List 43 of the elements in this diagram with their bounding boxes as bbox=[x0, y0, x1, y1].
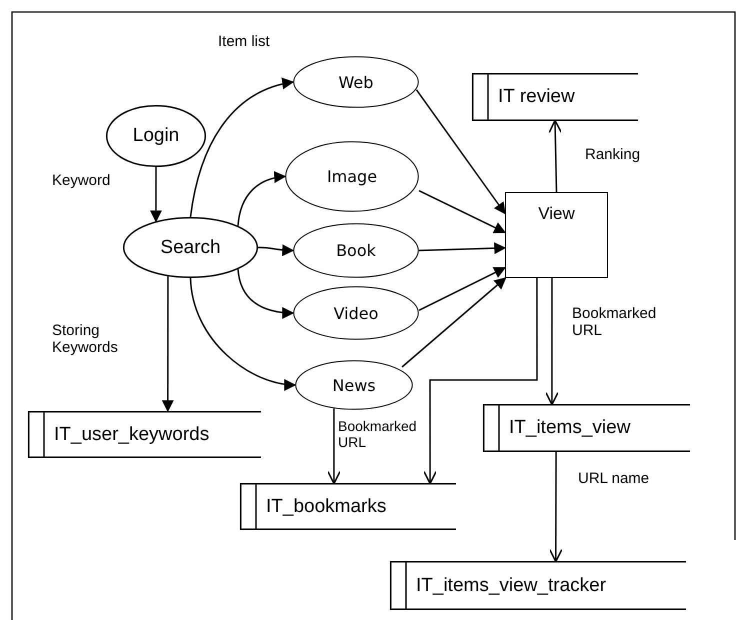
process-ellipse bbox=[293, 56, 419, 108]
process-ellipse bbox=[293, 223, 419, 278]
node-label: IT_items_view bbox=[509, 417, 630, 439]
arrow bbox=[162, 276, 174, 412]
process-ellipse bbox=[293, 286, 419, 340]
process-ellipse bbox=[106, 105, 206, 167]
process-ellipse bbox=[295, 360, 413, 410]
arrow bbox=[190, 78, 294, 218]
arrow bbox=[549, 452, 563, 562]
node-label: IT_bookmarks bbox=[266, 496, 386, 518]
node-label: View bbox=[538, 204, 575, 224]
arrow bbox=[190, 278, 296, 390]
arrow bbox=[423, 278, 538, 484]
data-store bbox=[472, 73, 638, 121]
arrow bbox=[327, 408, 341, 484]
arrow bbox=[548, 120, 562, 192]
arrow bbox=[418, 190, 506, 234]
data-store bbox=[28, 411, 261, 458]
node-label: Login bbox=[132, 125, 180, 147]
arrow bbox=[545, 278, 559, 406]
node-label: Book bbox=[336, 241, 376, 260]
data-store bbox=[483, 404, 690, 452]
arrow bbox=[258, 244, 294, 256]
data-store bbox=[390, 561, 686, 610]
node-label: Video bbox=[334, 304, 378, 322]
node-label: IT review bbox=[498, 86, 575, 108]
process-ellipse bbox=[123, 217, 258, 278]
process-ellipse bbox=[285, 141, 419, 212]
node-label: IT_items_view_tracker bbox=[416, 574, 606, 596]
data-store bbox=[240, 483, 456, 530]
arrow bbox=[416, 89, 506, 214]
node-label: News bbox=[332, 376, 376, 394]
node-label: Web bbox=[338, 72, 374, 92]
node-label: Search bbox=[160, 236, 221, 258]
arrow bbox=[418, 267, 506, 311]
process-box bbox=[505, 192, 608, 278]
arrow bbox=[150, 167, 162, 222]
arrow bbox=[237, 172, 286, 226]
arrow bbox=[237, 269, 294, 319]
node-label: IT_user_keywords bbox=[54, 424, 210, 446]
node-label: Image bbox=[326, 167, 378, 186]
arrow bbox=[402, 277, 506, 368]
arrow bbox=[418, 242, 506, 254]
